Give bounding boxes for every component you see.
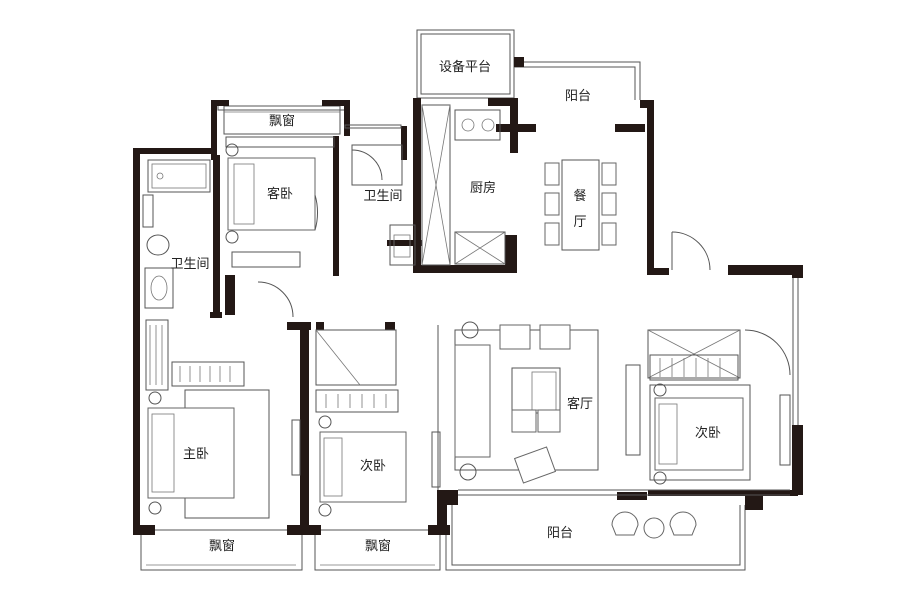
label-secondary-bedroom-center: 次卧 xyxy=(360,458,386,474)
walls xyxy=(133,57,803,535)
label-bay-window-bottom-center: 飘窗 xyxy=(365,538,391,554)
label-balcony-top: 阳台 xyxy=(565,89,591,104)
label-dining-2: 厅 xyxy=(573,215,586,230)
label-secondary-bedroom-right: 次卧 xyxy=(695,425,721,441)
room-labels: 设备平台 阳台 飘窗 客卧 卫生间 厨房 餐 厅 卫生间 主卧 次卧 客厅 次卧… xyxy=(170,59,721,554)
label-bathroom-center: 卫生间 xyxy=(363,189,402,204)
label-bathroom-left: 卫生间 xyxy=(170,257,209,272)
label-kitchen: 厨房 xyxy=(470,180,496,196)
label-bay-window-top: 飘窗 xyxy=(269,113,295,129)
label-bay-window-bottom-left: 飘窗 xyxy=(209,538,235,554)
outline-lines xyxy=(138,29,799,571)
label-dining-1: 餐 xyxy=(573,188,586,204)
label-guest-bedroom: 客卧 xyxy=(267,186,293,202)
label-master-bedroom: 主卧 xyxy=(183,447,209,462)
label-living-room: 客厅 xyxy=(567,396,593,412)
interior-lines xyxy=(142,104,791,539)
label-balcony-bottom: 阳台 xyxy=(547,526,573,541)
label-equipment-platform: 设备平台 xyxy=(439,59,491,75)
